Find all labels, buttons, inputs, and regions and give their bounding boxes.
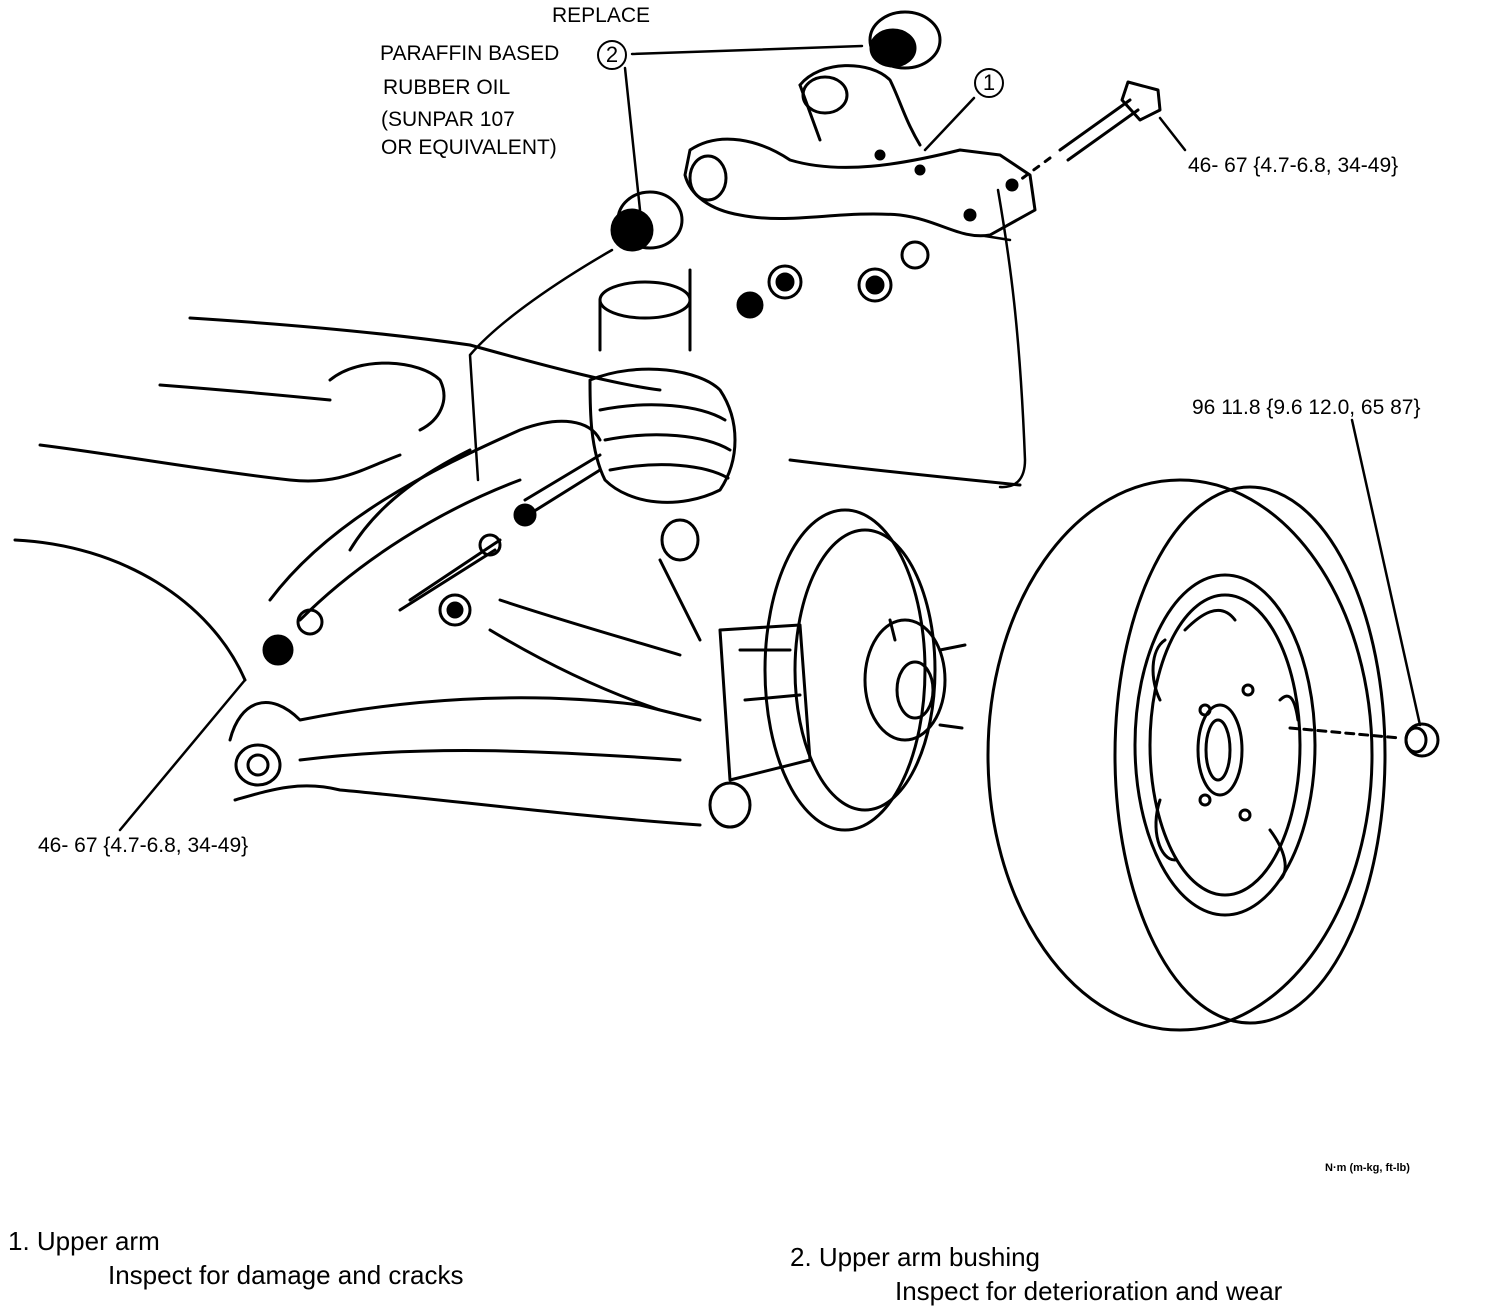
leader-lines	[118, 44, 1422, 832]
lube-callout-line3: (SUNPAR 107	[381, 108, 515, 131]
torque-spec-wheel-nut: 96 11.8 {9.6 12.0, 65 87}	[1192, 396, 1421, 419]
legend-item-1-title: 1. Upper arm	[8, 1226, 160, 1256]
lube-callout-line4: OR EQUIVALENT)	[381, 136, 557, 159]
legend-item-2-note: Inspect for deterioration and wear	[895, 1276, 1283, 1306]
knuckle-and-hub	[658, 508, 967, 832]
wheel-and-tire	[986, 478, 1387, 1032]
upper-arm	[683, 64, 1037, 238]
legend-item-2-title: 2. Upper arm bushing	[790, 1242, 1041, 1272]
torque-spec-lower-bolt: 46- 67 {4.7-6.8, 34-49}	[38, 834, 249, 857]
wheel-nut	[1288, 722, 1440, 758]
upper-arm-bolt	[1018, 80, 1162, 182]
replace-callout: REPLACE	[552, 4, 651, 27]
torque-units-note: N·m (m-kg, ft-lb)	[1325, 1162, 1410, 1174]
lower-arm	[228, 598, 702, 827]
coil-spring-strut	[588, 268, 737, 504]
lube-callout-line1: PARAFFIN BASED	[380, 42, 560, 65]
subframe-crossmember	[268, 419, 602, 627]
vehicle-body-outline	[13, 316, 1022, 682]
torque-spec-upper-arm-bolt: 46- 67 {4.7-6.8, 34-49}	[1188, 154, 1399, 177]
callout-number-2: 2	[597, 40, 627, 70]
lube-callout-line2: RUBBER OIL	[383, 76, 511, 99]
upper-arm-bushings	[262, 10, 942, 666]
callout-number-1: 1	[974, 68, 1004, 98]
legend-item-1-note: Inspect for damage and cracks	[108, 1260, 464, 1290]
